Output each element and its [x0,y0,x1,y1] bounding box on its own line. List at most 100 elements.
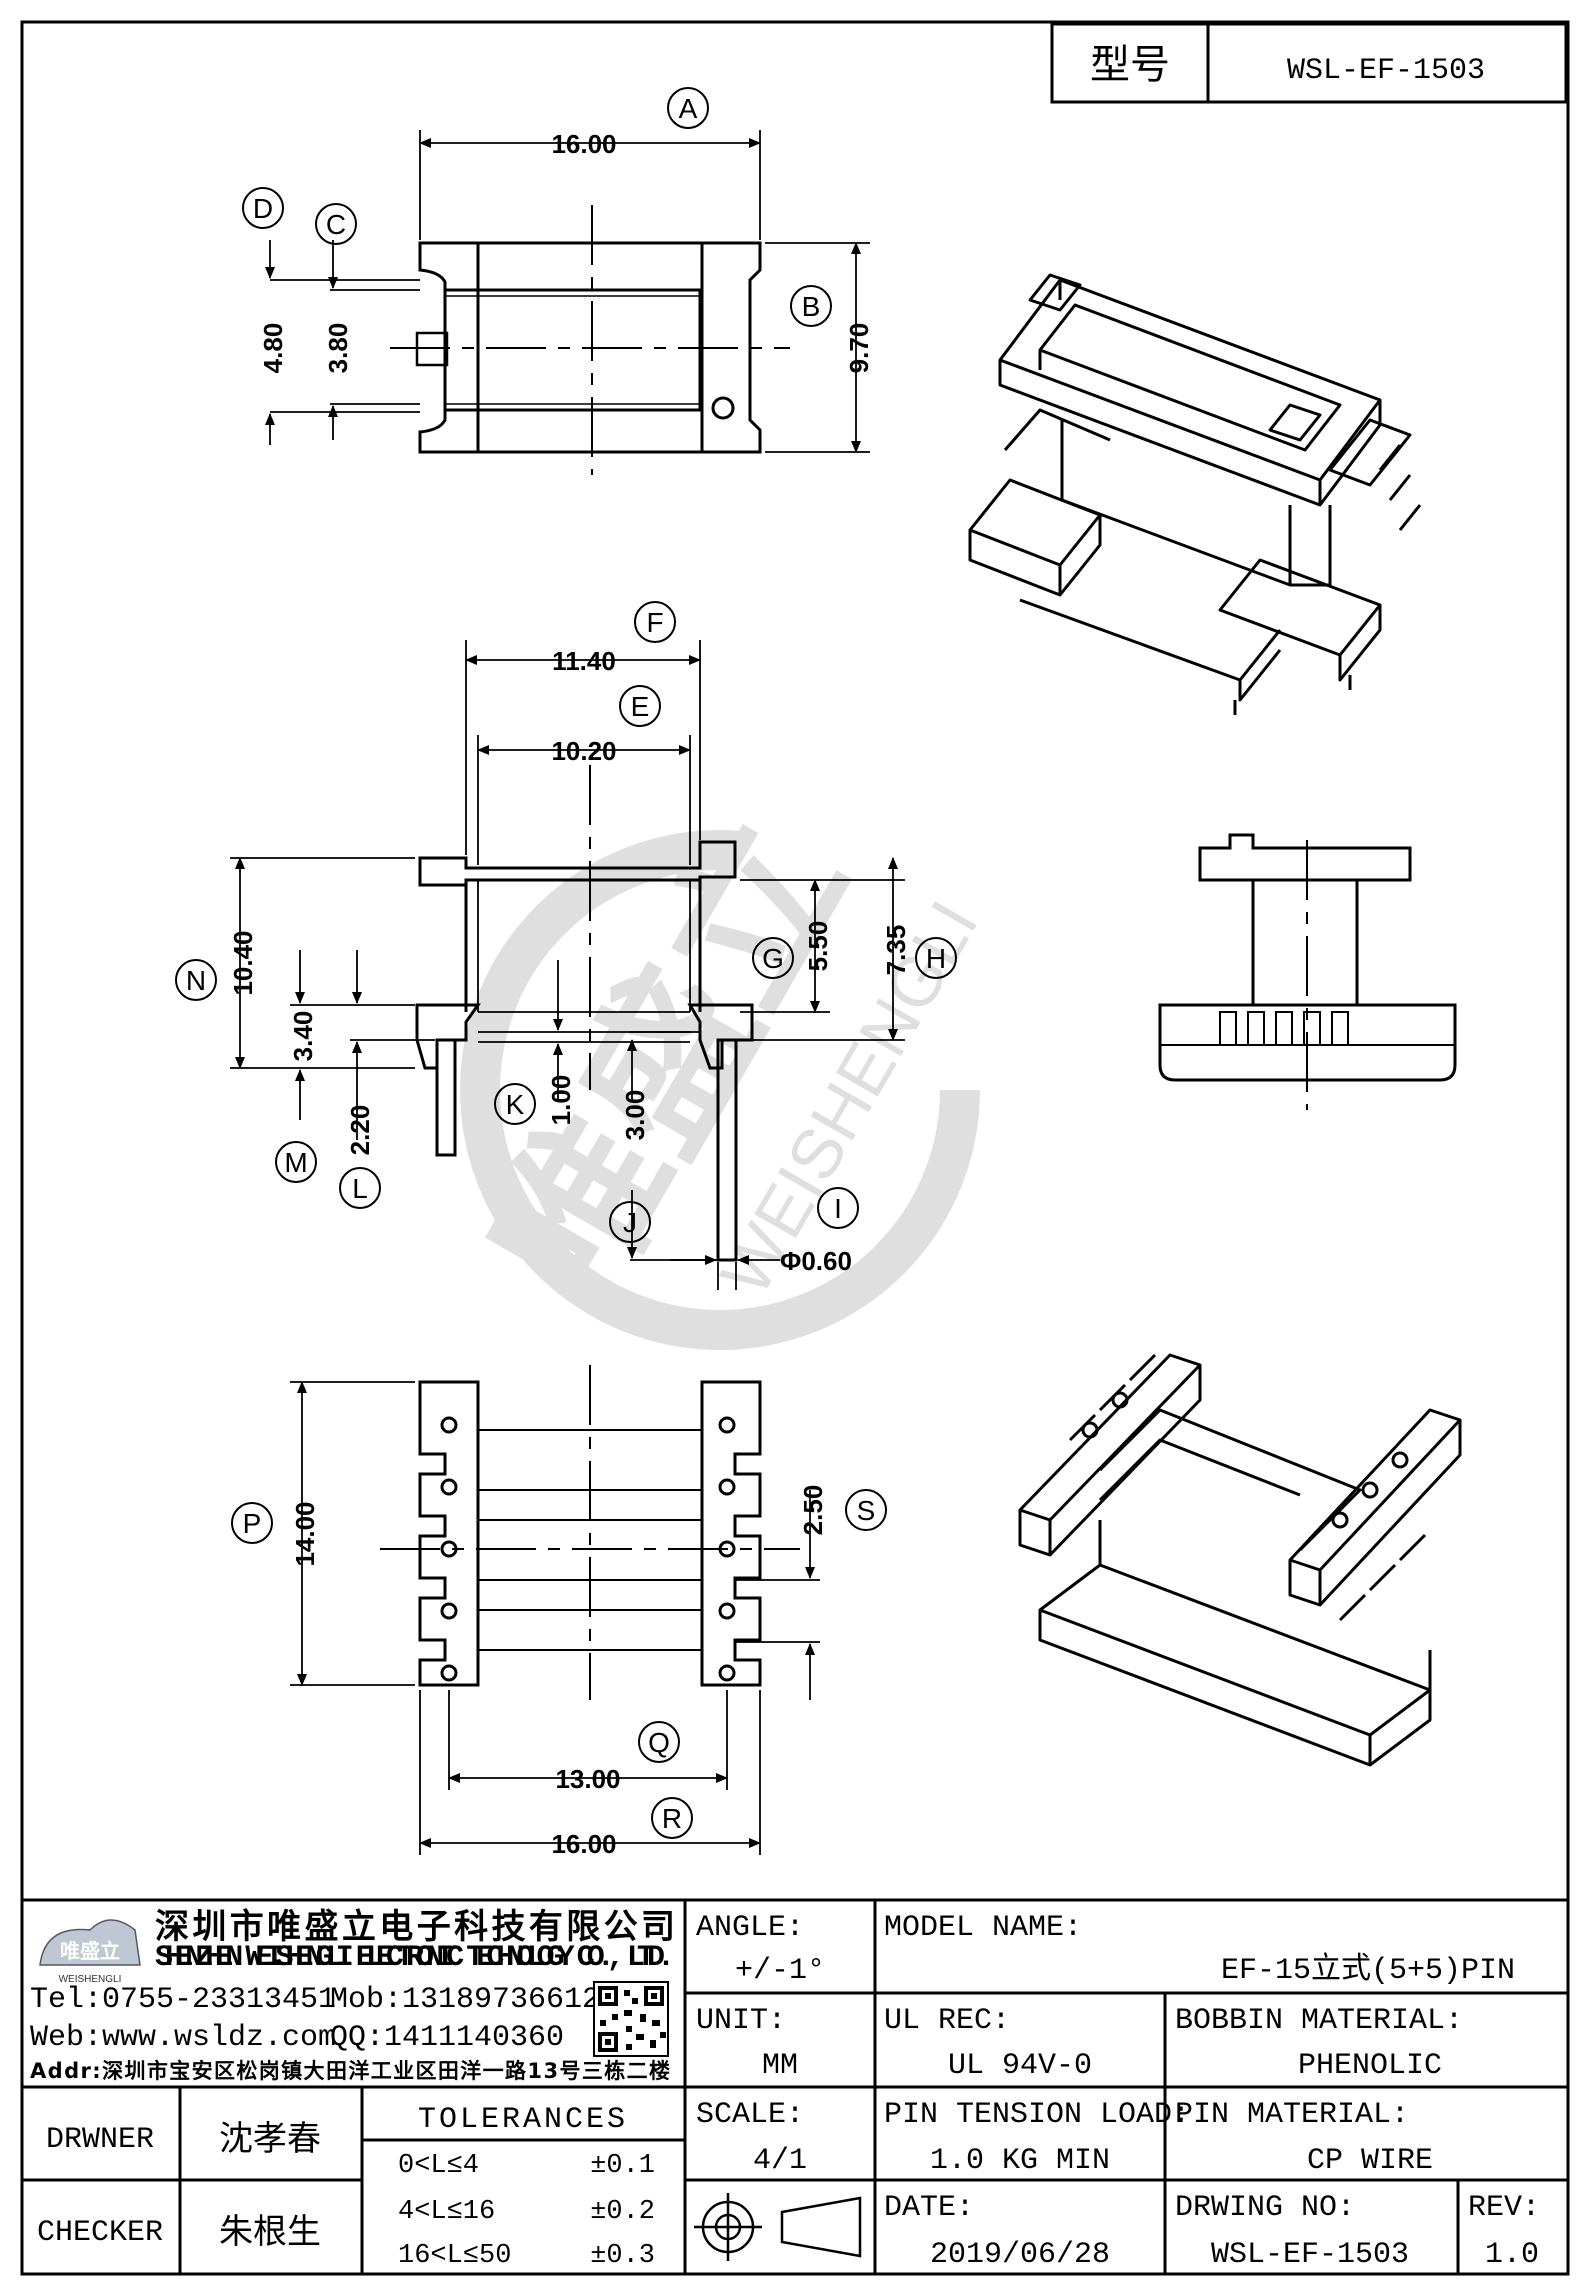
title-block-fields: ANGLE: +/-1° MODEL NAME: EF-15立式(5+5)PIN… [37,1911,1540,2272]
dim-a-tag: A [679,93,698,124]
top-view [390,205,790,475]
tel: Tel:0755-23313451 [30,1983,336,2017]
type-value: WSL-EF-1503 [1287,54,1485,88]
tol-value-1: ±0.2 [590,2197,655,2227]
dim-j-value: 3.00 [620,1090,650,1141]
dim-a-value: 16.00 [551,129,616,159]
front-view-labels: 11.40 F 10.20 E 10.40 N 3.40 M 2.20 L 1.… [175,601,957,1276]
model-label: MODEL NAME: [884,1911,1082,1945]
tolerances-label: TOLERANCES [418,2103,628,2137]
drawing-no-value: WSL-EF-1503 [1211,2238,1409,2272]
dim-f-tag: F [646,607,663,638]
date-value: 2019/06/28 [930,2238,1110,2272]
top-view-dims [265,130,870,453]
tol-value-2: ±0.3 [590,2241,655,2271]
top-view-outline [418,241,762,454]
ul-value: UL 94V-0 [948,2049,1092,2083]
front-view [415,765,754,1262]
dim-c-tag: C [326,209,346,240]
sheet-border [20,20,1570,2276]
drawer-label: DRWNER [46,2123,154,2157]
dim-e-tag: E [631,691,650,722]
title-block-company: 唯盛立 WEISHENGLI 深圳市唯盛立电子科技有限公司 SHENZHEN W… [30,1907,675,2083]
tol-range-0: 0<L≤4 [398,2151,479,2181]
bottom-view-dims [290,1381,820,1855]
dim-g-value: 5.50 [803,921,833,972]
logo-sub: WEISHENGLI [59,1974,122,1985]
bobbin-value: PHENOLIC [1298,2049,1442,2083]
company-logo-icon [39,1919,141,1966]
mob: Mob:13189736612 [330,1983,600,2017]
tol-value-0: ±0.1 [590,2151,655,2181]
dim-f-value: 11.40 [552,646,616,676]
dim-b-value: 9.70 [844,323,874,374]
logo-text: 唯盛立 [60,1939,120,1963]
rev-value: 1.0 [1485,2238,1539,2272]
dim-r-value: 16.00 [551,1829,616,1859]
dim-r-tag: R [662,1803,682,1834]
dim-p-tag: P [243,1508,262,1539]
dim-d-value: 4.80 [258,323,288,374]
front-pin-left [435,1038,457,1157]
dim-c-value: 3.80 [323,323,353,374]
iso-view-bottom [1018,1353,1462,1767]
address: Addr:深圳市宝安区松岗镇大田洋工业区田洋一路13号三栋二楼 [30,2059,670,2083]
dim-l-value: 2.20 [345,1105,375,1156]
date-label: DATE: [884,2191,974,2225]
angle-label: ANGLE: [696,1911,804,1945]
bottom-right-rail [700,1380,762,1687]
dim-p-value: 14.00 [290,1501,320,1566]
pin-tension-label: PIN TENSION LOAD: [884,2098,1190,2132]
tol-range-1: 4<L≤16 [398,2197,495,2227]
ul-label: UL REC: [884,2004,1010,2038]
dim-d-tag: D [253,193,273,224]
dim-n-tag: N [186,965,206,996]
web: Web:www.wsldz.com [30,2021,336,2055]
front-pin-right [716,1038,738,1262]
dim-e-value: 10.20 [551,736,616,766]
dim-s-value: 2.50 [798,1485,828,1536]
dim-m-tag: M [284,1147,307,1178]
dim-q-value: 13.00 [555,1764,620,1794]
dim-j-tag: J [623,1207,637,1238]
qq: QQ:1411140360 [330,2021,564,2055]
unit-label: UNIT: [696,2004,786,2038]
type-label: 型号 [1090,42,1170,88]
scale-label: SCALE: [696,2098,804,2132]
unit-value: MM [762,2049,798,2083]
bobbin-label: BOBBIN MATERIAL: [1175,2004,1463,2038]
company-en: SHENZHEN WEISHENGLI ELECTRONIC TECHNOLOG… [155,1941,675,1975]
dim-i-value: Φ0.60 [780,1246,852,1276]
projection-symbol-icon [694,2193,862,2261]
watermark: 唯盛立 WEISHENGLI [457,791,993,1350]
dim-m-value: 3.40 [288,1011,318,1062]
checker-value: 朱根生 [219,2212,321,2252]
model-value: EF-15立式(5+5)PIN [1221,1952,1515,1988]
pin-material-label: PIN MATERIAL: [1175,2098,1409,2132]
dim-b-tag: B [802,291,821,322]
drawer-value: 沈孝春 [219,2119,321,2159]
scale-value: 4/1 [753,2144,807,2178]
dim-s-tag: S [857,1495,876,1526]
dim-k-value: 1.00 [546,1075,576,1126]
qr-code-icon [593,1981,669,2057]
tol-range-2: 16<L≤50 [398,2241,511,2271]
dim-h-value: 7.35 [881,925,911,976]
side-view [1158,833,1457,1110]
pin-material-value: CP WIRE [1307,2144,1433,2178]
dim-l-tag: L [352,1173,368,1204]
bottom-left-rail [418,1380,480,1687]
iso-view-top [968,273,1422,715]
title-block [22,1898,1568,2274]
bottom-view-labels: 14.00 P 2.50 S 13.00 Q 16.00 R [231,1485,887,1859]
dim-g-tag: G [762,943,784,974]
angle-value: +/-1° [735,1954,825,1988]
drawing-no-label: DRWING NO: [1175,2191,1355,2225]
rev-label: REV: [1468,2191,1540,2225]
part-number-header: 型号 WSL-EF-1503 [1050,22,1568,104]
pin-tension-value: 1.0 KG MIN [930,2144,1110,2178]
dim-k-tag: K [506,1089,525,1120]
dim-n-value: 10.40 [228,930,258,995]
checker-label: CHECKER [37,2216,163,2250]
